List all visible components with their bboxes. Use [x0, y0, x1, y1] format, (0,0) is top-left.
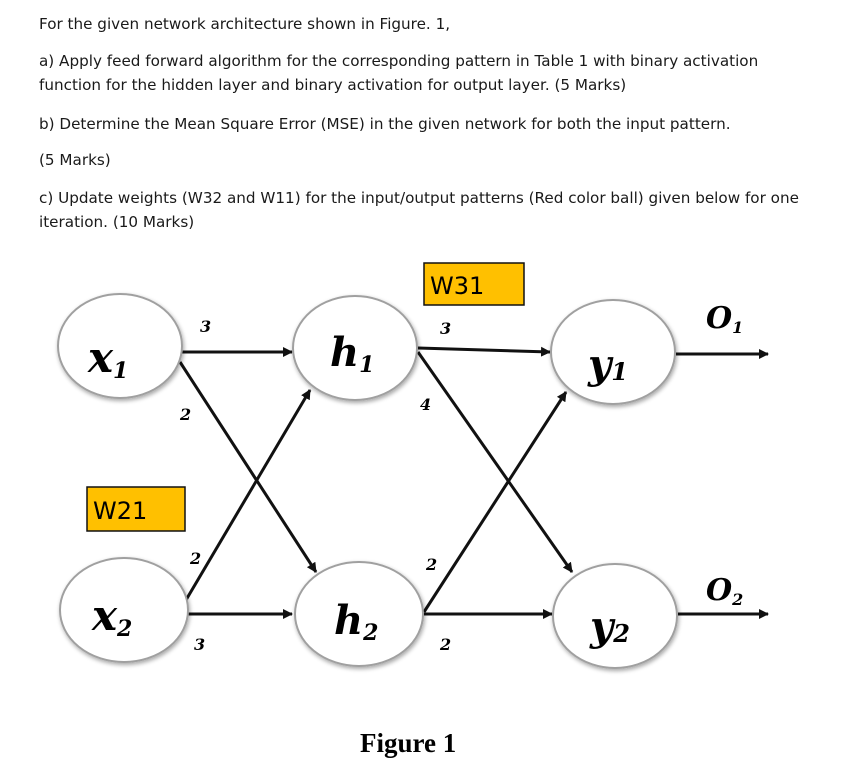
weight-x1-h2: 2: [179, 405, 191, 424]
weight-h1-y1: 3: [440, 319, 451, 338]
output-o2-label: O2: [706, 573, 743, 609]
node-x1: x1: [57, 293, 183, 399]
weight-x1-h1: 3: [200, 317, 211, 336]
weight-x2-h2: 3: [194, 635, 205, 654]
svg-text:x2: x2: [91, 591, 132, 642]
question-intro: For the given network architecture shown…: [39, 15, 451, 33]
part-c-line-1: c) Update weights (W32 and W11) for the …: [39, 189, 799, 207]
svg-text:h1: h1: [330, 329, 374, 378]
edge-h1-y2: [416, 351, 574, 573]
weight-h2-y2: 2: [439, 635, 451, 654]
node-y2: y2: [552, 563, 678, 669]
weight-h1-y2: 4: [420, 395, 431, 414]
edge-h1-y1: [417, 346, 551, 357]
svg-text:y2: y2: [589, 603, 630, 650]
part-a-line-2: function for the hidden layer and binary…: [39, 76, 627, 94]
part-a-line-1: a) Apply feed forward algorithm for the …: [39, 52, 759, 70]
figure-caption: Figure 1: [360, 728, 456, 758]
tag-w21: W21: [86, 486, 186, 532]
part-b-line-1: b) Determine the Mean Square Error (MSE)…: [39, 115, 731, 133]
node-y1: y1: [550, 299, 676, 405]
node-h1: h1: [292, 295, 418, 401]
edge-x2-h1: [184, 389, 312, 601]
svg-text:h2: h2: [334, 597, 378, 646]
output-o1-label: O1: [706, 301, 743, 337]
weight-h2-y1: 2: [425, 555, 437, 574]
part-c-line-2: iteration. (10 Marks): [39, 213, 195, 231]
edge-h2-y1: [422, 391, 568, 613]
edge-x1-h2: [178, 361, 318, 573]
svg-text:y1: y1: [587, 341, 628, 388]
node-h2: h2: [294, 561, 424, 667]
node-x2: x2: [59, 557, 189, 663]
tag-w31: W31: [423, 262, 525, 306]
weight-x2-h1: 2: [189, 549, 201, 568]
svg-text:W21: W21: [93, 497, 147, 525]
svg-text:x1: x1: [87, 333, 128, 384]
part-b-line-2: (5 Marks): [39, 151, 111, 169]
svg-text:W31: W31: [430, 272, 484, 300]
